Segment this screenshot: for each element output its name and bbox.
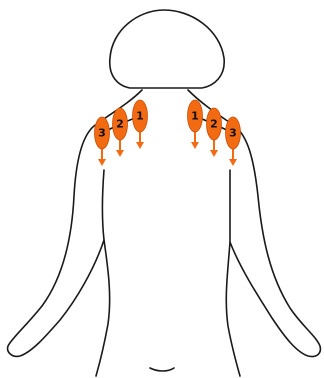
- head-shape: [110, 10, 224, 88]
- left-marker-1: 1: [133, 100, 148, 149]
- marker-number: 1: [136, 110, 144, 123]
- down-arrow-icon: [98, 159, 106, 166]
- left-marker-3: 3: [95, 117, 110, 166]
- left-marker-2: 2: [113, 108, 128, 157]
- body-outline: [8, 90, 321, 376]
- marker-number: 1: [191, 110, 199, 123]
- right-marker-2: 2: [207, 108, 222, 157]
- right-marker-3: 3: [226, 117, 241, 166]
- down-arrow-icon: [191, 142, 199, 149]
- down-arrow-icon: [210, 150, 218, 157]
- marker-number: 2: [210, 118, 218, 131]
- down-arrow-icon: [136, 142, 144, 149]
- down-arrow-icon: [229, 159, 237, 166]
- marker-number: 3: [229, 127, 237, 140]
- marker-number: 2: [116, 118, 124, 131]
- marker-number: 3: [98, 127, 106, 140]
- right-marker-1: 1: [188, 100, 203, 149]
- down-arrow-icon: [116, 150, 124, 157]
